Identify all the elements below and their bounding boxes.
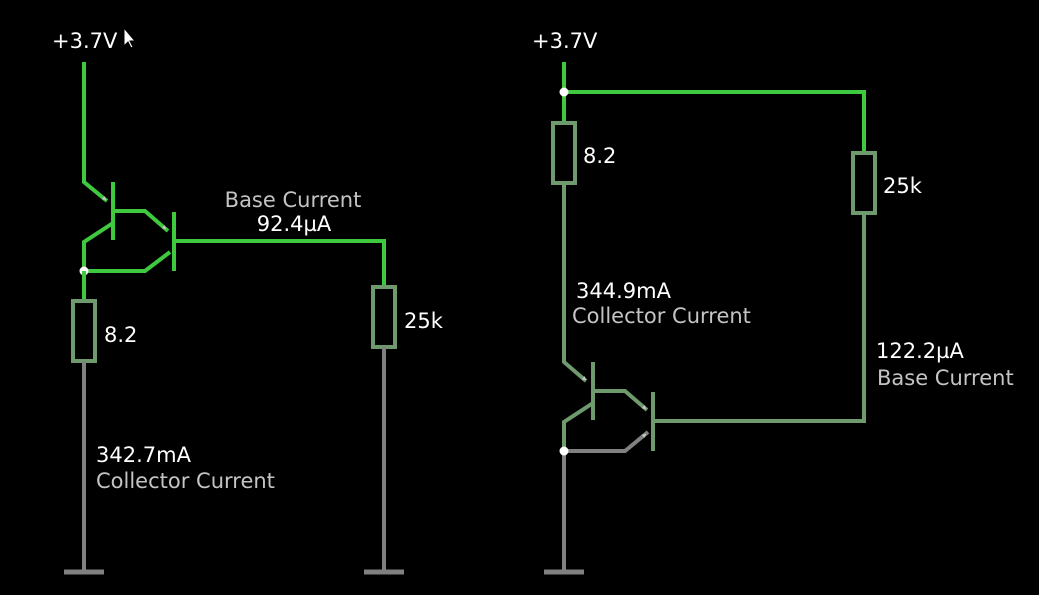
left-resistor-8-2-label: 8.2 bbox=[104, 323, 137, 347]
left-supply-wire[interactable] bbox=[82, 62, 109, 203]
right-circuit: +3.7V 8.2 25k 344.9mA Collector Current … bbox=[532, 29, 1014, 575]
left-transistor-q1[interactable] bbox=[82, 182, 170, 271]
left-resistor-25k[interactable] bbox=[371, 285, 397, 572]
left-circuit: +3.7V Base Current 92.4µA 8.2 25k 342.7m… bbox=[52, 29, 444, 575]
right-junction-node-bottom bbox=[559, 446, 569, 456]
left-collector-current-title: Collector Current bbox=[96, 469, 275, 493]
right-resistor-25k-label: 25k bbox=[883, 174, 923, 198]
left-collector-current-value: 342.7mA bbox=[96, 443, 192, 467]
right-resistor-8-2[interactable] bbox=[551, 121, 588, 383]
left-base-wire[interactable] bbox=[174, 239, 386, 287]
right-collector-current-value: 344.9mA bbox=[576, 279, 672, 303]
right-junction-node-top bbox=[559, 87, 569, 97]
left-base-current-value: 92.4µA bbox=[257, 212, 332, 236]
left-transistor-q2[interactable] bbox=[84, 212, 176, 273]
pointer-arrow-icon bbox=[123, 26, 137, 49]
right-resistor-25k[interactable] bbox=[654, 151, 877, 423]
right-base-current-value: 122.2µA bbox=[876, 339, 964, 363]
right-transistor-q2[interactable] bbox=[564, 392, 655, 453]
right-resistor-8-2-label: 8.2 bbox=[583, 144, 616, 168]
right-supply-label: +3.7V bbox=[532, 29, 598, 53]
left-resistor-25k-label: 25k bbox=[404, 309, 444, 333]
left-resistor-8-2[interactable] bbox=[71, 271, 97, 572]
left-supply-label: +3.7V bbox=[52, 29, 118, 53]
left-base-current-title: Base Current bbox=[225, 188, 362, 212]
right-collector-current-title: Collector Current bbox=[572, 304, 751, 328]
right-supply-wire[interactable] bbox=[562, 62, 866, 153]
right-transistor-q1[interactable] bbox=[562, 362, 649, 451]
right-base-current-title: Base Current bbox=[877, 366, 1014, 390]
